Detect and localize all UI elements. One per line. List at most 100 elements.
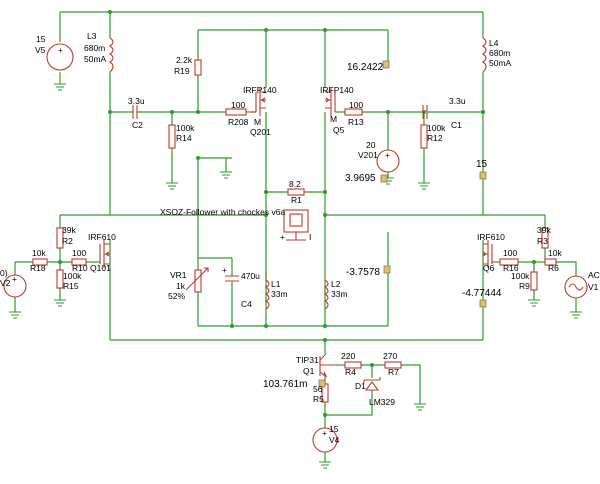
r18-value: 10k (32, 248, 46, 258)
svg-text:+: + (58, 45, 63, 55)
q1-name: Q1 (303, 366, 315, 376)
capacitor-c1[interactable] (418, 105, 433, 119)
probe-markers (318, 60, 487, 388)
probe-1-value: 16.2422 (347, 62, 384, 73)
r12-name: R12 (427, 133, 443, 143)
v1-source[interactable] (564, 275, 588, 299)
r14-value: 100k (176, 123, 195, 133)
l2-name: L2 (331, 279, 341, 289)
v2-source[interactable]: + (3, 274, 27, 298)
resistor-r6[interactable] (544, 258, 557, 266)
q101-model: IRF610 (88, 232, 116, 242)
probe-6-value: 103.761m (263, 379, 307, 390)
r208-name: R208 (228, 117, 249, 127)
l3-value2: 50mA (84, 54, 107, 64)
probe-3-value: 15 (476, 159, 488, 170)
inductor-l2[interactable] (323, 279, 329, 310)
v5-name: V5 (35, 45, 46, 55)
capacitor-c2[interactable] (128, 105, 142, 119)
q101-name: Q101 (90, 263, 111, 273)
r208-value: 100 (231, 100, 245, 110)
resistor-r3[interactable] (541, 227, 549, 249)
q6-name: Q6 (483, 263, 495, 273)
bjt-q1[interactable] (319, 354, 335, 378)
v2-name: V2 (0, 278, 11, 288)
inductor-l1[interactable] (264, 270, 270, 310)
c4-value: 470u (241, 271, 260, 281)
v5-value: 15 (36, 34, 46, 44)
inductor-l4[interactable] (482, 37, 487, 73)
v201-source[interactable]: + (376, 149, 400, 173)
l4-value2: 50mA (489, 58, 512, 68)
r16-value: 100 (503, 248, 517, 258)
r6-name: R6 (548, 263, 559, 273)
r18-name: R18 (30, 263, 46, 273)
capacitor-c4[interactable]: + (222, 265, 239, 292)
r5-name: R5 (313, 394, 324, 404)
v5-source[interactable]: + (46, 43, 74, 71)
r16-name: R16 (503, 263, 519, 273)
resistor-r208[interactable] (225, 108, 247, 116)
r15-value: 100k (63, 271, 82, 281)
junction-dots (58, 10, 536, 417)
svg-text:+: + (322, 428, 327, 438)
r2-name: R2 (62, 236, 73, 246)
l1-value: 33m (271, 289, 288, 299)
svg-text:+: + (222, 265, 227, 275)
resistor-r19[interactable] (194, 59, 202, 76)
v4-value: 15 (329, 424, 339, 434)
resistor-r15[interactable] (56, 269, 64, 289)
resistor-r18[interactable] (32, 258, 48, 266)
c4-name: C4 (241, 299, 252, 309)
vr1-pos: 52% (168, 291, 185, 301)
v1-value: AC (588, 270, 600, 280)
block-minus: I (309, 232, 311, 242)
r10-value: 100 (72, 248, 86, 258)
r4-value: 220 (341, 351, 355, 361)
r13-value: 100 (349, 100, 363, 110)
mosfet-q5[interactable] (325, 88, 336, 116)
resistor-r13[interactable] (344, 108, 363, 116)
probe-2-value: 3.9695 (345, 173, 376, 184)
v201-value: 20 (366, 140, 376, 150)
mosfet-q6[interactable] (482, 240, 493, 268)
r19-value: 2.2k (176, 55, 193, 65)
center-block[interactable] (283, 209, 309, 241)
c2-name: C2 (132, 120, 143, 130)
c1-value: 3.3u (449, 96, 466, 106)
r9-value: 100k (511, 271, 530, 281)
resistor-r7[interactable] (384, 361, 402, 369)
resistor-r1[interactable] (287, 188, 305, 196)
l3-value1: 680m (84, 43, 105, 53)
mosfet-q201[interactable] (252, 88, 266, 116)
r12-value: 100k (427, 123, 446, 133)
r1-name: R1 (291, 195, 302, 205)
resistor-r4[interactable] (344, 361, 362, 369)
l4-name: L4 (489, 38, 499, 48)
r14-name: R14 (176, 133, 192, 143)
v4-source[interactable]: + (312, 427, 338, 453)
r3-name: R3 (537, 236, 548, 246)
resistor-r12[interactable] (420, 124, 428, 149)
svg-text:+: + (385, 150, 390, 160)
vr1-value: 1k (176, 281, 186, 291)
probe-4-value: -3.7578 (346, 267, 380, 278)
mosfet-q101[interactable] (99, 240, 110, 268)
resistor-r10[interactable] (71, 258, 87, 266)
q5-model: IRFP140 (320, 85, 354, 95)
potentiometer-vr1[interactable] (185, 267, 209, 293)
ground-symbols (9, 72, 582, 469)
zener-d1[interactable] (363, 377, 381, 391)
resistor-r9[interactable] (530, 271, 538, 291)
r1-value: 8.2 (289, 179, 301, 189)
r15-name: R15 (63, 281, 79, 291)
resistor-r2[interactable] (56, 227, 64, 249)
r13-name: R13 (348, 117, 364, 127)
r7-value: 270 (383, 351, 397, 361)
labels: 15 V5 L3 680m 50mA L4 680m 50mA 2.2k R19… (0, 31, 600, 445)
inductor-l3[interactable] (109, 37, 114, 73)
resistor-r14[interactable] (168, 124, 176, 149)
q201-model: IRFP140 (243, 85, 277, 95)
resistor-r16[interactable] (499, 258, 519, 266)
